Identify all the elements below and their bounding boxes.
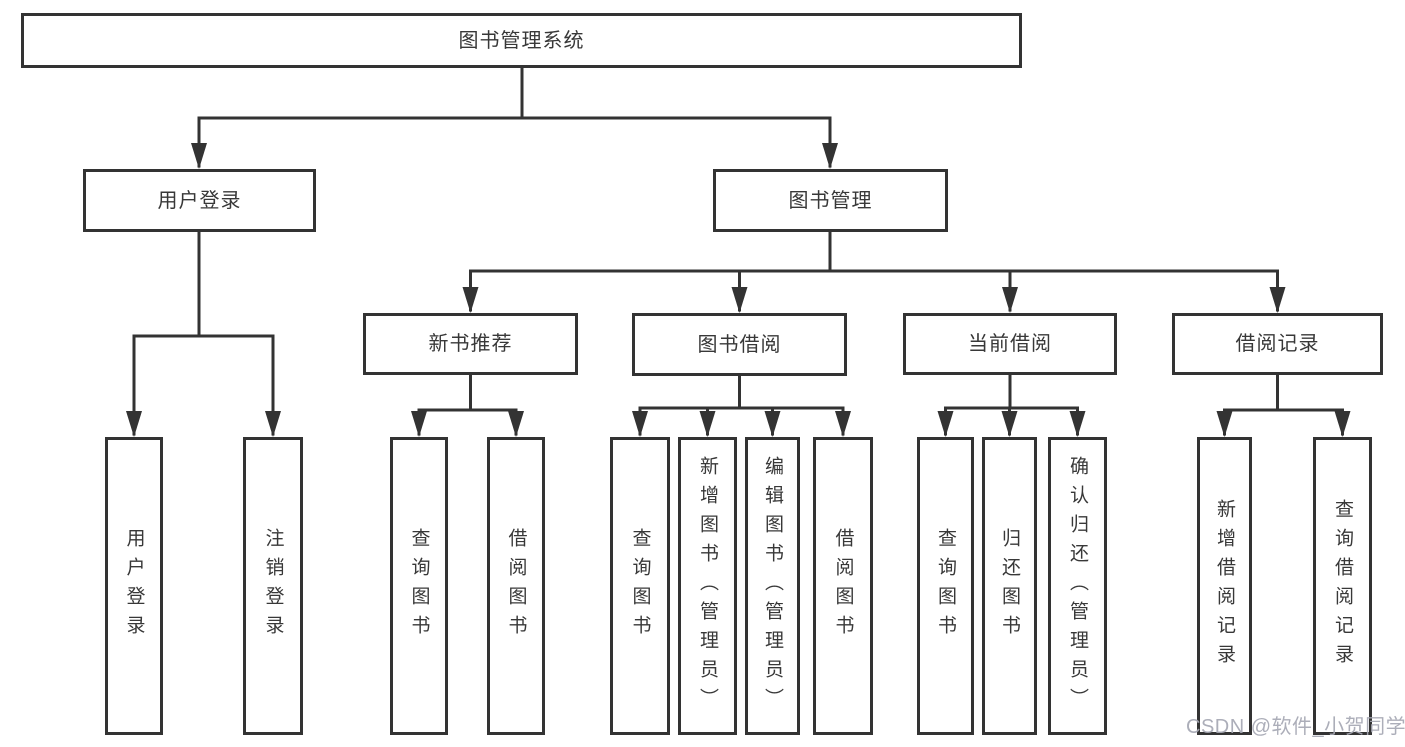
node-cb-confirm-return: 确认归还（管理员） [1048, 437, 1107, 735]
arrowhead [191, 143, 207, 169]
node-library-system-label: 图书管理系统 [458, 29, 585, 52]
arrowheads [126, 143, 1351, 437]
node-br-add-record-label: 新增借阅记录 [1214, 499, 1235, 673]
arrowhead [764, 411, 781, 437]
node-book-management-label: 图书管理 [788, 189, 873, 212]
node-book-borrowing: 图书借阅 [632, 313, 847, 376]
node-nb-query-books-label: 查询图书 [408, 528, 430, 644]
node-logout: 注销登录 [243, 437, 303, 735]
arrowhead [937, 411, 954, 437]
node-borrowing-records-label: 借阅记录 [1235, 333, 1320, 355]
node-new-book-recommend: 新书推荐 [363, 313, 578, 375]
node-cb-confirm-return-label: 确认归还（管理员） [1067, 455, 1088, 717]
node-bb-edit-books: 编辑图书（管理员） [745, 437, 800, 735]
arrowhead [265, 411, 281, 437]
node-current-borrowing: 当前借阅 [903, 313, 1117, 375]
node-bb-add-books: 新增图书（管理员） [678, 437, 737, 735]
arrowhead [1269, 287, 1286, 313]
node-cb-return-books-label: 归还图书 [999, 528, 1020, 644]
node-borrowing-records: 借阅记录 [1172, 313, 1383, 375]
node-nb-borrow-books-label: 借阅图书 [505, 528, 527, 644]
node-library-system: 图书管理系统 [21, 13, 1022, 68]
node-bb-query-books-label: 查询图书 [629, 528, 651, 644]
node-user-login-leaf: 用户登录 [105, 437, 163, 735]
node-cb-return-books: 归还图书 [982, 437, 1037, 735]
arrowhead [1334, 411, 1351, 437]
arrowhead [508, 411, 524, 437]
node-book-management: 图书管理 [713, 169, 948, 232]
node-book-borrowing-label: 图书借阅 [697, 333, 782, 356]
arrowhead [1069, 411, 1086, 437]
arrowhead [699, 411, 716, 437]
arrowhead [1216, 411, 1233, 437]
node-br-add-record: 新增借阅记录 [1197, 437, 1252, 735]
node-new-book-recommend-label: 新书推荐 [428, 333, 513, 355]
node-br-query-record-label: 查询借阅记录 [1332, 499, 1353, 673]
node-user-login: 用户登录 [83, 169, 316, 232]
arrowhead [411, 411, 427, 437]
node-bb-edit-books-label: 编辑图书（管理员） [762, 455, 783, 717]
csdn-watermark: CSDN @软件_小贺同学 [1186, 716, 1405, 738]
tree-connector-path [132, 66, 1344, 436]
node-bb-query-books: 查询图书 [610, 437, 670, 735]
arrowhead [731, 287, 748, 313]
arrowhead [1001, 411, 1018, 437]
node-bb-borrow-books: 借阅图书 [813, 437, 873, 735]
node-br-query-record: 查询借阅记录 [1313, 437, 1372, 735]
arrowhead [822, 143, 838, 169]
node-current-borrowing-label: 当前借阅 [968, 333, 1052, 355]
arrowhead [126, 411, 142, 437]
arrowhead [632, 411, 648, 437]
node-nb-query-books: 查询图书 [390, 437, 448, 735]
arrowhead [1002, 287, 1018, 313]
arrowhead [462, 287, 479, 313]
node-cb-query-books-label: 查询图书 [935, 528, 956, 644]
node-user-login-label: 用户登录 [157, 189, 242, 212]
node-cb-query-books: 查询图书 [917, 437, 974, 735]
node-logout-label: 注销登录 [262, 528, 284, 644]
node-nb-borrow-books: 借阅图书 [487, 437, 545, 735]
arrowhead [835, 411, 851, 437]
node-bb-borrow-books-label: 借阅图书 [832, 528, 854, 644]
node-bb-add-books-label: 新增图书（管理员） [697, 455, 718, 717]
node-user-login-leaf-label: 用户登录 [123, 528, 145, 644]
